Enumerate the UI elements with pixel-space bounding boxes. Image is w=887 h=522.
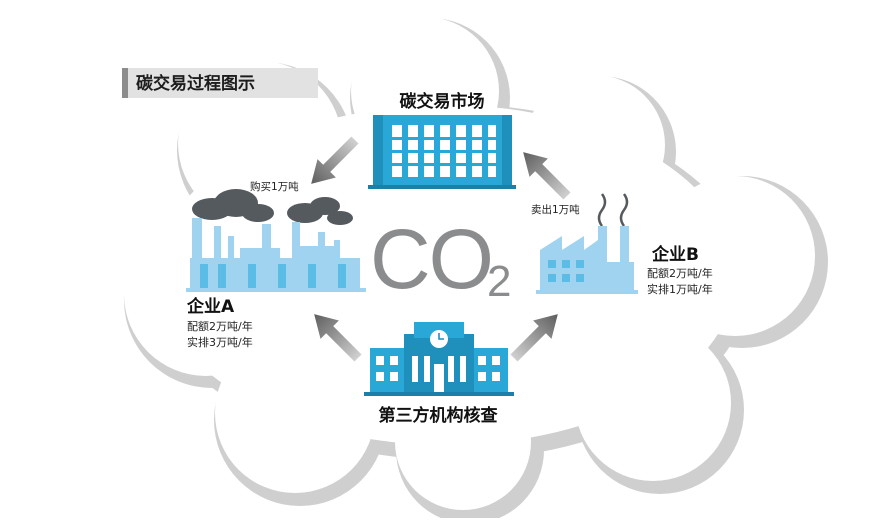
company-a-info: 企业A 配额2万吨/年 实排3万吨/年 — [186, 296, 253, 349]
company-b-factory-icon — [536, 193, 638, 294]
company-a-factory-icon — [186, 189, 366, 292]
company-b-actual: 实排1万吨/年 — [647, 282, 713, 296]
buy-flow-label: 购买1万吨 — [250, 180, 299, 193]
arrow-market-to-company-a — [311, 136, 359, 184]
company-b-quota: 配额2万吨/年 — [647, 266, 713, 280]
verifier-institution-icon — [364, 322, 514, 396]
arrow-company-b-to-market — [523, 152, 571, 200]
co2-symbol: CO 2 — [370, 212, 511, 306]
co2-formula: CO — [370, 212, 492, 306]
verifier-label: 第三方机构核查 — [379, 405, 499, 426]
company-b-info: 企业B 配额2万吨/年 实排1万吨/年 — [647, 244, 713, 296]
title-tag: 碳交易过程图示 — [122, 68, 318, 98]
company-b-name: 企业B — [651, 244, 699, 265]
cloud-background — [124, 17, 815, 510]
arrow-verifier-to-company-a — [314, 314, 362, 362]
sell-flow-label: 卖出1万吨 — [531, 203, 580, 216]
title-tag-text: 碳交易过程图示 — [136, 73, 255, 94]
market-building-icon — [368, 115, 516, 189]
company-a-name: 企业A — [186, 296, 235, 317]
market-label: 碳交易市场 — [400, 91, 485, 112]
company-a-actual: 实排3万吨/年 — [187, 335, 253, 349]
arrow-verifier-to-company-b — [510, 314, 558, 362]
company-a-quota: 配额2万吨/年 — [187, 319, 253, 333]
co2-subscript: 2 — [487, 257, 511, 306]
